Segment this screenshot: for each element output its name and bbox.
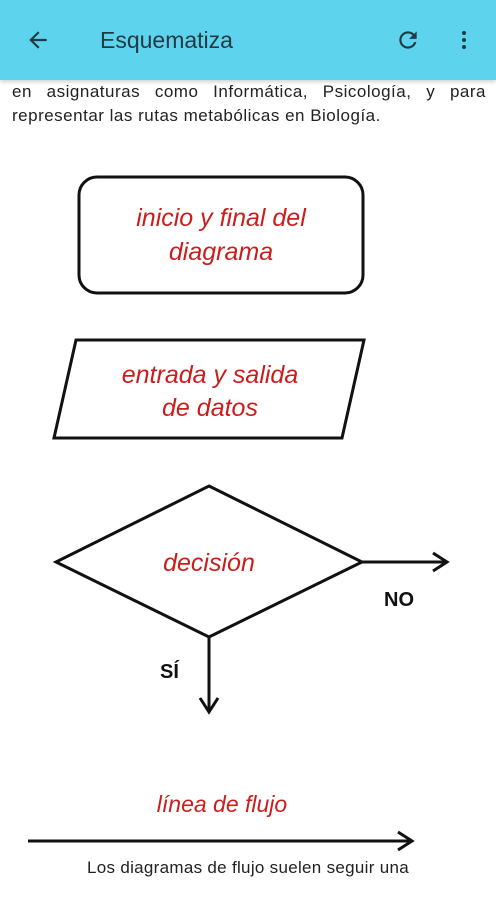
flowchart-diagram: inicio y final del diagrama entrada y sa… [28, 175, 450, 852]
terminal-shape [77, 175, 365, 295]
more-options-button[interactable] [446, 20, 482, 60]
flow-line-label: línea de flujo [157, 791, 288, 817]
terminal-label-line2: diagrama [169, 238, 273, 266]
reload-icon [399, 31, 417, 49]
flow-line-arrowhead [397, 830, 415, 852]
app-title: Esquematiza [100, 27, 233, 53]
yes-label: SÍ [160, 660, 179, 683]
intro-paragraph: en asignaturas como Informática, Psicolo… [12, 82, 486, 125]
arrow-left-icon [29, 31, 47, 49]
more-vertical-icon [462, 31, 466, 49]
io-shape [52, 338, 366, 440]
back-button[interactable] [18, 20, 58, 60]
no-label: NO [384, 589, 414, 611]
io-label-line2: de datos [162, 394, 258, 422]
reload-button[interactable] [388, 20, 428, 60]
io-label-line1: entrada y salida [122, 361, 299, 389]
terminal-label-line1: inicio y final del [136, 204, 307, 232]
outro-paragraph: Los diagramas de flujo suelen seguir una [87, 858, 409, 877]
no-arrow-head [432, 551, 450, 573]
app-bar: Esquematiza [0, 0, 496, 80]
decision-label: decisión [163, 549, 255, 577]
yes-arrow-head [198, 697, 220, 715]
